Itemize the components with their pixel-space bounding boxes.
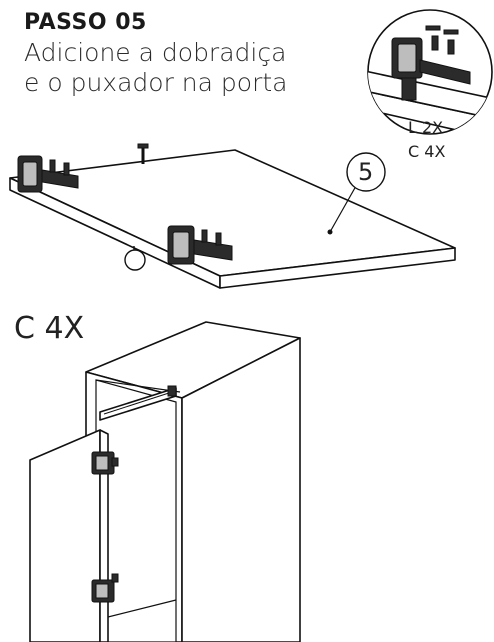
detail-screw-label: C 4X bbox=[408, 142, 446, 161]
step-title-block: PASSO 05 Adicione a dobradiça e o puxado… bbox=[24, 8, 287, 98]
detail-hinge-label: L 2X bbox=[408, 118, 444, 137]
cabinet-hinge-icon-bottom bbox=[91, 573, 119, 603]
step-title: PASSO 05 bbox=[24, 10, 147, 35]
part-number-badge bbox=[346, 152, 386, 192]
handle-knob-icon bbox=[124, 246, 146, 271]
step-description-line-1: Adicione a dobradiça bbox=[24, 38, 287, 67]
detail-hinge-icon bbox=[391, 35, 471, 101]
part-number: 5 bbox=[358, 158, 374, 186]
step-description: Adicione a dobradiça e o puxador na port… bbox=[24, 38, 287, 98]
detail-screw-icon bbox=[425, 25, 459, 35]
step-description-line-2: e o puxador na porta bbox=[24, 68, 288, 97]
cabinet bbox=[29, 321, 301, 642]
part-leader-line bbox=[329, 185, 357, 233]
screw-icon bbox=[137, 143, 149, 164]
hinge-icon-left bbox=[17, 155, 79, 193]
lower-quantity-label: C 4X bbox=[14, 311, 85, 346]
cabinet-hinge-icon-top bbox=[91, 451, 119, 475]
door-panel bbox=[9, 143, 456, 289]
drawer-slide-icon bbox=[99, 385, 177, 421]
hinge-icon-right bbox=[167, 225, 233, 265]
